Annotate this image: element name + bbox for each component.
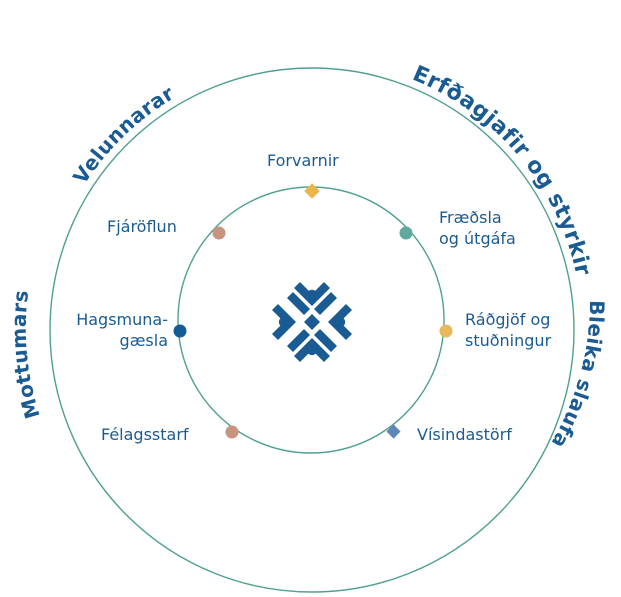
hagsmunagaesla-marker <box>173 324 187 338</box>
cancer-society-logo-icon <box>272 282 352 362</box>
inner-label-hagsmunagaesla: Hagsmuna- gæsla <box>58 309 168 351</box>
fraedsla-marker <box>399 226 413 240</box>
inner-label-radgjof: Ráðgjöf og stuðningur <box>465 309 551 351</box>
fjaroflun-marker <box>212 226 226 240</box>
inner-label-fraedsla: Fræðsla og útgáfa <box>439 207 516 249</box>
inner-label-fjaroflun: Fjáröflun <box>107 217 177 236</box>
inner-label-radgjof-line-2: stuðningur <box>465 331 552 350</box>
outer-circle <box>49 67 575 593</box>
radgjof-marker <box>439 324 453 338</box>
inner-label-felagsstarf: Félagsstarf <box>101 425 189 444</box>
inner-label-forvarnir: Forvarnir <box>267 151 339 170</box>
inner-label-fraedsla-line-1: Fræðsla <box>439 208 502 227</box>
outer-label-top-left: Velunnarar <box>68 81 178 188</box>
visindastorf-marker <box>386 424 401 439</box>
inner-label-hagsmunagaesla-line-1: Hagsmuna- <box>76 310 168 329</box>
inner-label-radgjof-line-1: Ráðgjöf og <box>465 310 551 329</box>
inner-label-hagsmunagaesla-line-2: gæsla <box>119 331 168 350</box>
felagsstarf-marker <box>225 425 239 439</box>
inner-label-visindastorf: Vísindastörf <box>417 425 512 444</box>
outer-label-left: Mottumars <box>7 289 45 422</box>
inner-label-fraedsla-line-2: og útgáfa <box>439 229 516 248</box>
forvarnir-marker <box>304 183 320 199</box>
